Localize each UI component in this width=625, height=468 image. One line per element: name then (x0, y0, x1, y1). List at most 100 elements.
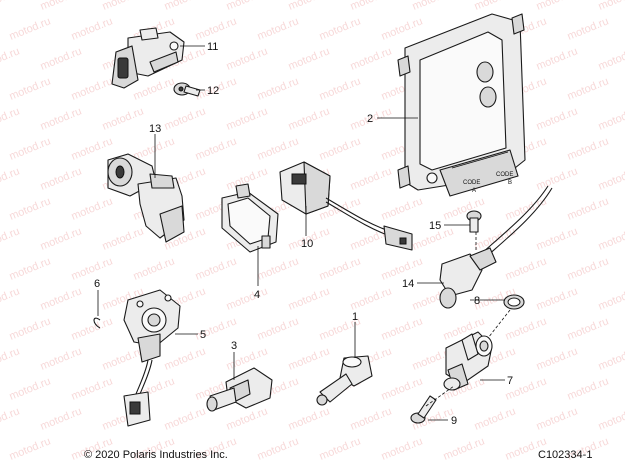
watermark-text: motod.ru (70, 75, 115, 102)
callout-10: 10 (301, 238, 313, 250)
watermark-text: motod.ru (39, 165, 84, 192)
watermark-text: motod.ru (70, 255, 115, 282)
watermark-text: motod.ru (287, 45, 332, 72)
watermark-text: motod.ru (380, 435, 425, 462)
watermark-text: motod.ru (101, 0, 146, 13)
watermark-text: motod.ru (380, 15, 425, 42)
part-14-speed-sensor (439, 185, 553, 309)
watermark-text: motod.ru (597, 345, 625, 372)
watermark-text: motod.ru (194, 255, 239, 282)
watermark-text: motod.ru (566, 315, 611, 342)
watermark-text: motod.ru (39, 45, 84, 72)
watermark-text: motod.ru (597, 285, 625, 312)
watermark-text: motod.ru (8, 75, 53, 102)
watermark-text: motod.ru (380, 315, 425, 342)
callout-9: 9 (451, 415, 457, 427)
watermark-text: motod.ru (318, 435, 363, 462)
watermark-text: motod.ru (349, 405, 394, 432)
watermark-text: motod.ru (349, 165, 394, 192)
watermark-text: motod.ru (411, 0, 456, 13)
watermark-text: motod.ru (597, 405, 625, 432)
ecu-code-b-label: CODE (496, 172, 513, 178)
watermark-text: motod.ru (0, 225, 21, 252)
watermark-text: motod.ru (256, 15, 301, 42)
part-2-ecu: CODE A CODE B (397, 13, 526, 197)
part-10-relay (279, 161, 413, 251)
watermark-text: motod.ru (566, 15, 611, 42)
part-15-bolt (466, 210, 482, 233)
watermark-text: motod.ru (535, 165, 580, 192)
watermark-text: motod.ru (473, 405, 518, 432)
watermark-text: motod.ru (380, 375, 425, 402)
watermark-text: motod.ru (0, 165, 21, 192)
watermark-text: motod.ru (318, 135, 363, 162)
watermark-text: motod.ru (566, 75, 611, 102)
watermark-text: motod.ru (256, 315, 301, 342)
watermark-text: motod.ru (597, 105, 625, 132)
callout-12: 12 (207, 85, 219, 97)
watermark-text: motod.ru (0, 105, 21, 132)
part-3-temp-sensor (206, 367, 273, 412)
watermark-text: motod.ru (256, 255, 301, 282)
watermark-text: motod.ru (0, 285, 21, 312)
watermark-text: motod.ru (287, 105, 332, 132)
watermark-text: motod.ru (132, 255, 177, 282)
watermark-text: motod.ru (535, 285, 580, 312)
figure-id: C102334-1 (538, 449, 592, 461)
watermark-text: motod.ru (101, 345, 146, 372)
watermark-text: motod.ru (225, 105, 270, 132)
watermark-text: motod.ru (101, 225, 146, 252)
watermark-text: motod.ru (535, 345, 580, 372)
callout-2: 2 (367, 113, 373, 125)
watermark-text: motod.ru (8, 375, 53, 402)
watermark-text: motod.ru (504, 255, 549, 282)
watermark-text: motod.ru (194, 15, 239, 42)
watermark-text: motod.ru (597, 45, 625, 72)
callout-15: 15 (429, 220, 441, 232)
part-5-tps (123, 289, 181, 427)
watermark-text: motod.ru (535, 405, 580, 432)
watermark-text: motod.ru (39, 0, 84, 13)
watermark-text: motod.ru (349, 45, 394, 72)
watermark-text: motod.ru (287, 405, 332, 432)
watermark-text: motod.ru (256, 75, 301, 102)
watermark-text: motod.ru (535, 45, 580, 72)
part-8-o-ring (503, 294, 525, 310)
watermark-text: motod.ru (287, 345, 332, 372)
watermark-text: motod.ru (163, 345, 208, 372)
watermark-text: motod.ru (318, 75, 363, 102)
watermark-text: motod.ru (256, 135, 301, 162)
callout-13: 13 (149, 123, 161, 135)
watermark-text: motod.ru (70, 15, 115, 42)
callout-numbers: 11 12 2 13 4 10 15 14 8 6 5 3 1 7 9 (94, 41, 513, 427)
callout-4: 4 (254, 289, 260, 301)
watermark-text: motod.ru (380, 195, 425, 222)
ecu-code-a-label: CODE (463, 180, 480, 186)
watermark-text: motod.ru (225, 285, 270, 312)
watermark-text: motod.ru (566, 375, 611, 402)
watermark-text: motod.ru (287, 0, 332, 13)
watermark-text: motod.ru (566, 255, 611, 282)
watermark-text: motod.ru (163, 0, 208, 13)
watermark-text: motod.ru (101, 105, 146, 132)
copyright-text: © 2020 Polaris Industries Inc. (84, 449, 228, 461)
watermark-text: motod.ru (225, 405, 270, 432)
callout-14: 14 (402, 278, 414, 290)
watermark-text: motod.ru (225, 0, 270, 13)
callout-5: 5 (200, 329, 206, 341)
watermark-text: motod.ru (504, 195, 549, 222)
watermark-text: motod.ru (349, 0, 394, 13)
watermark-text: motod.ru (318, 255, 363, 282)
watermark-text: motod.ru (225, 45, 270, 72)
part-6-clip (93, 317, 101, 329)
part-1-air-sensor (316, 355, 373, 406)
watermark-text: motod.ru (473, 0, 518, 13)
watermark-text: motod.ru (566, 135, 611, 162)
watermark-text: motod.ru (8, 15, 53, 42)
part-12-screw (173, 82, 201, 97)
callout-8: 8 (474, 295, 480, 307)
watermark-text: motod.ru (256, 435, 301, 462)
watermark-text: motod.ru (8, 315, 53, 342)
watermark-text: motod.ru (0, 45, 21, 72)
watermark-text: motod.ru (349, 285, 394, 312)
